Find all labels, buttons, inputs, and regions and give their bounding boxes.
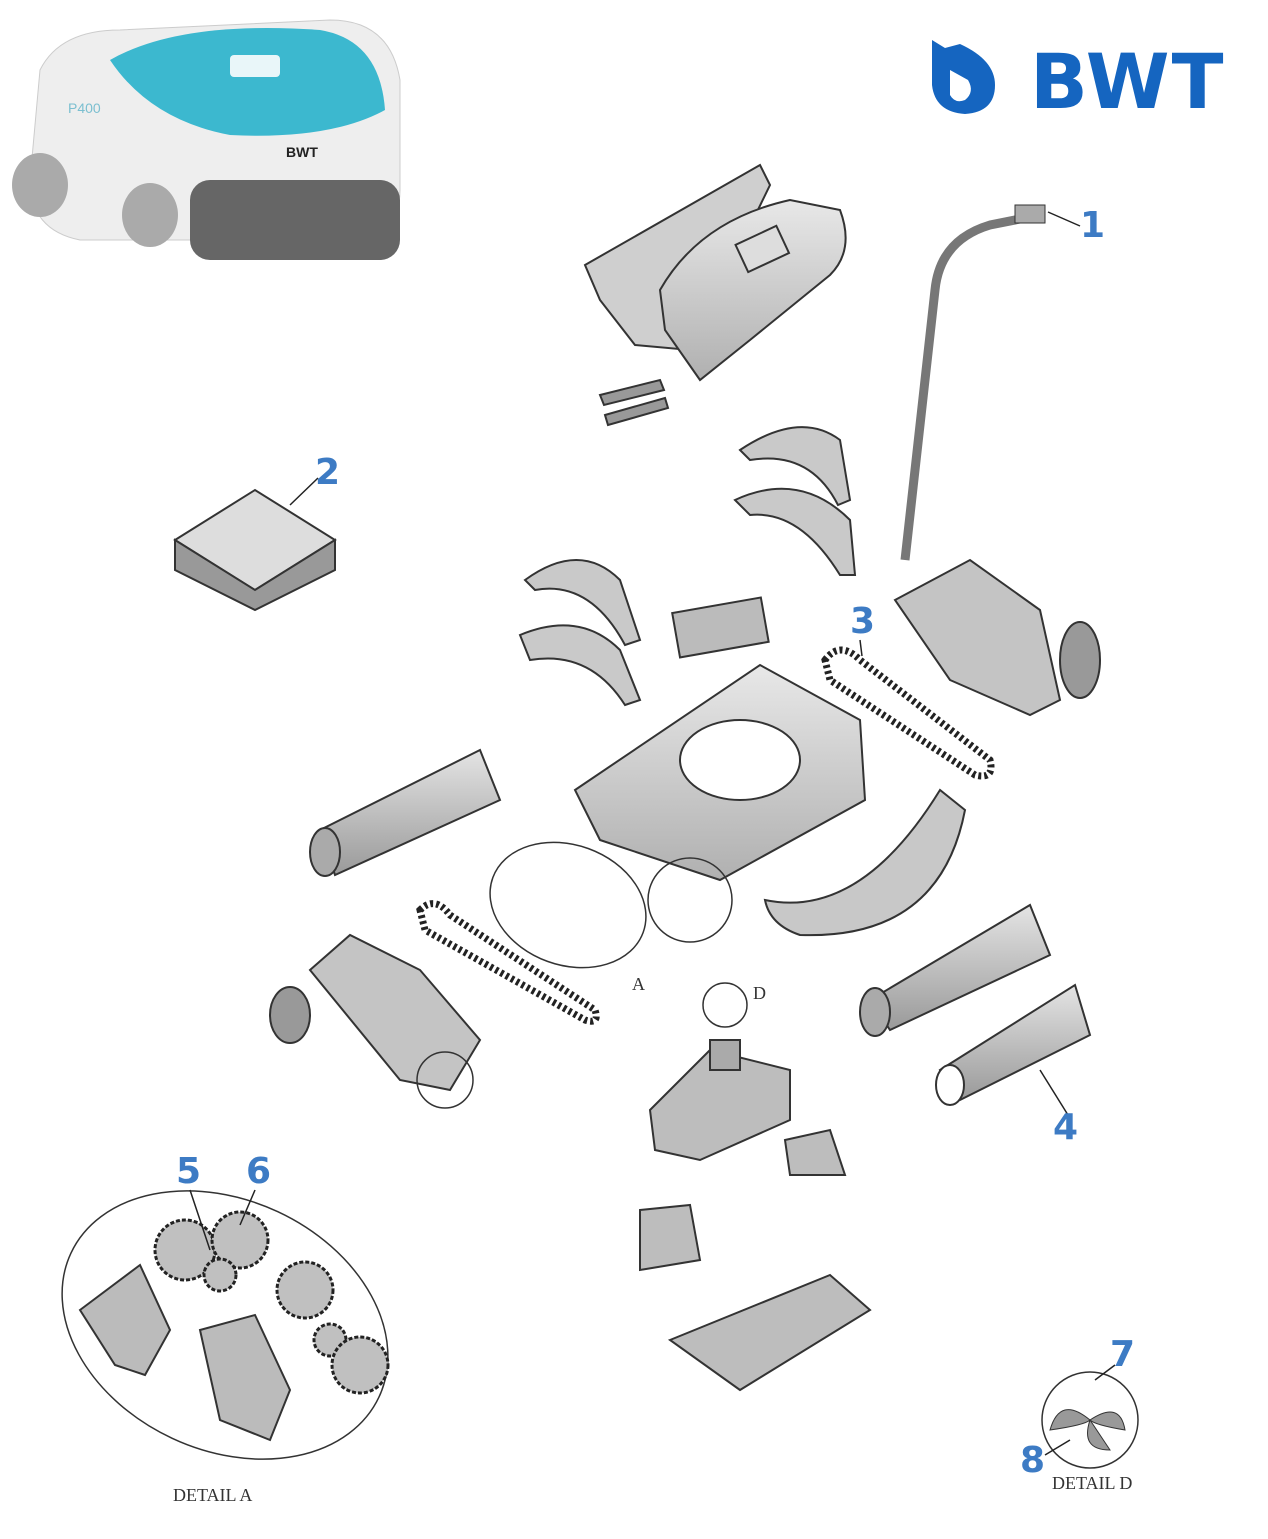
detail-d-title: DETAIL D: [1052, 1473, 1133, 1493]
callout-1: 1: [1080, 205, 1106, 246]
callout-2: 2: [315, 452, 341, 493]
bwt-logo-text: BWT: [1030, 37, 1226, 126]
callout-8: 8: [1020, 1440, 1046, 1481]
product-model-label: P400: [68, 100, 101, 116]
callout-7: 7: [1110, 1334, 1136, 1375]
detail-a-gears: [153, 1210, 390, 1395]
callout-4: 4: [1053, 1107, 1079, 1148]
handle-parts: [518, 426, 857, 707]
product-brand-label: BWT: [286, 144, 318, 160]
leader-lines: [189, 211, 1116, 1456]
callout-5: 5: [176, 1151, 202, 1192]
callout-3: 3: [850, 601, 876, 642]
bumper-part: [763, 788, 967, 937]
top-cover-part: [583, 163, 847, 427]
power-cable-part: [900, 210, 1041, 561]
callout-6: 6: [246, 1151, 272, 1192]
filter-lid-part: [173, 488, 337, 612]
detail-markers: [61, 841, 1139, 1469]
track-belts-part: [416, 646, 995, 1025]
detail-a-marker: A: [632, 974, 645, 994]
side-housing-parts: [269, 558, 1101, 1092]
detail-a-plates: [78, 1263, 292, 1442]
robot-photo: [12, 19, 401, 260]
bwt-logo-icon: [932, 40, 995, 114]
detail-d-marker: D: [753, 983, 766, 1003]
detail-a-title: DETAIL A: [173, 1485, 253, 1505]
chassis-part: [573, 596, 867, 882]
brush-rollers-part: [309, 748, 1092, 1106]
motor-part: [639, 1039, 872, 1392]
impeller-part: [1049, 1409, 1126, 1451]
